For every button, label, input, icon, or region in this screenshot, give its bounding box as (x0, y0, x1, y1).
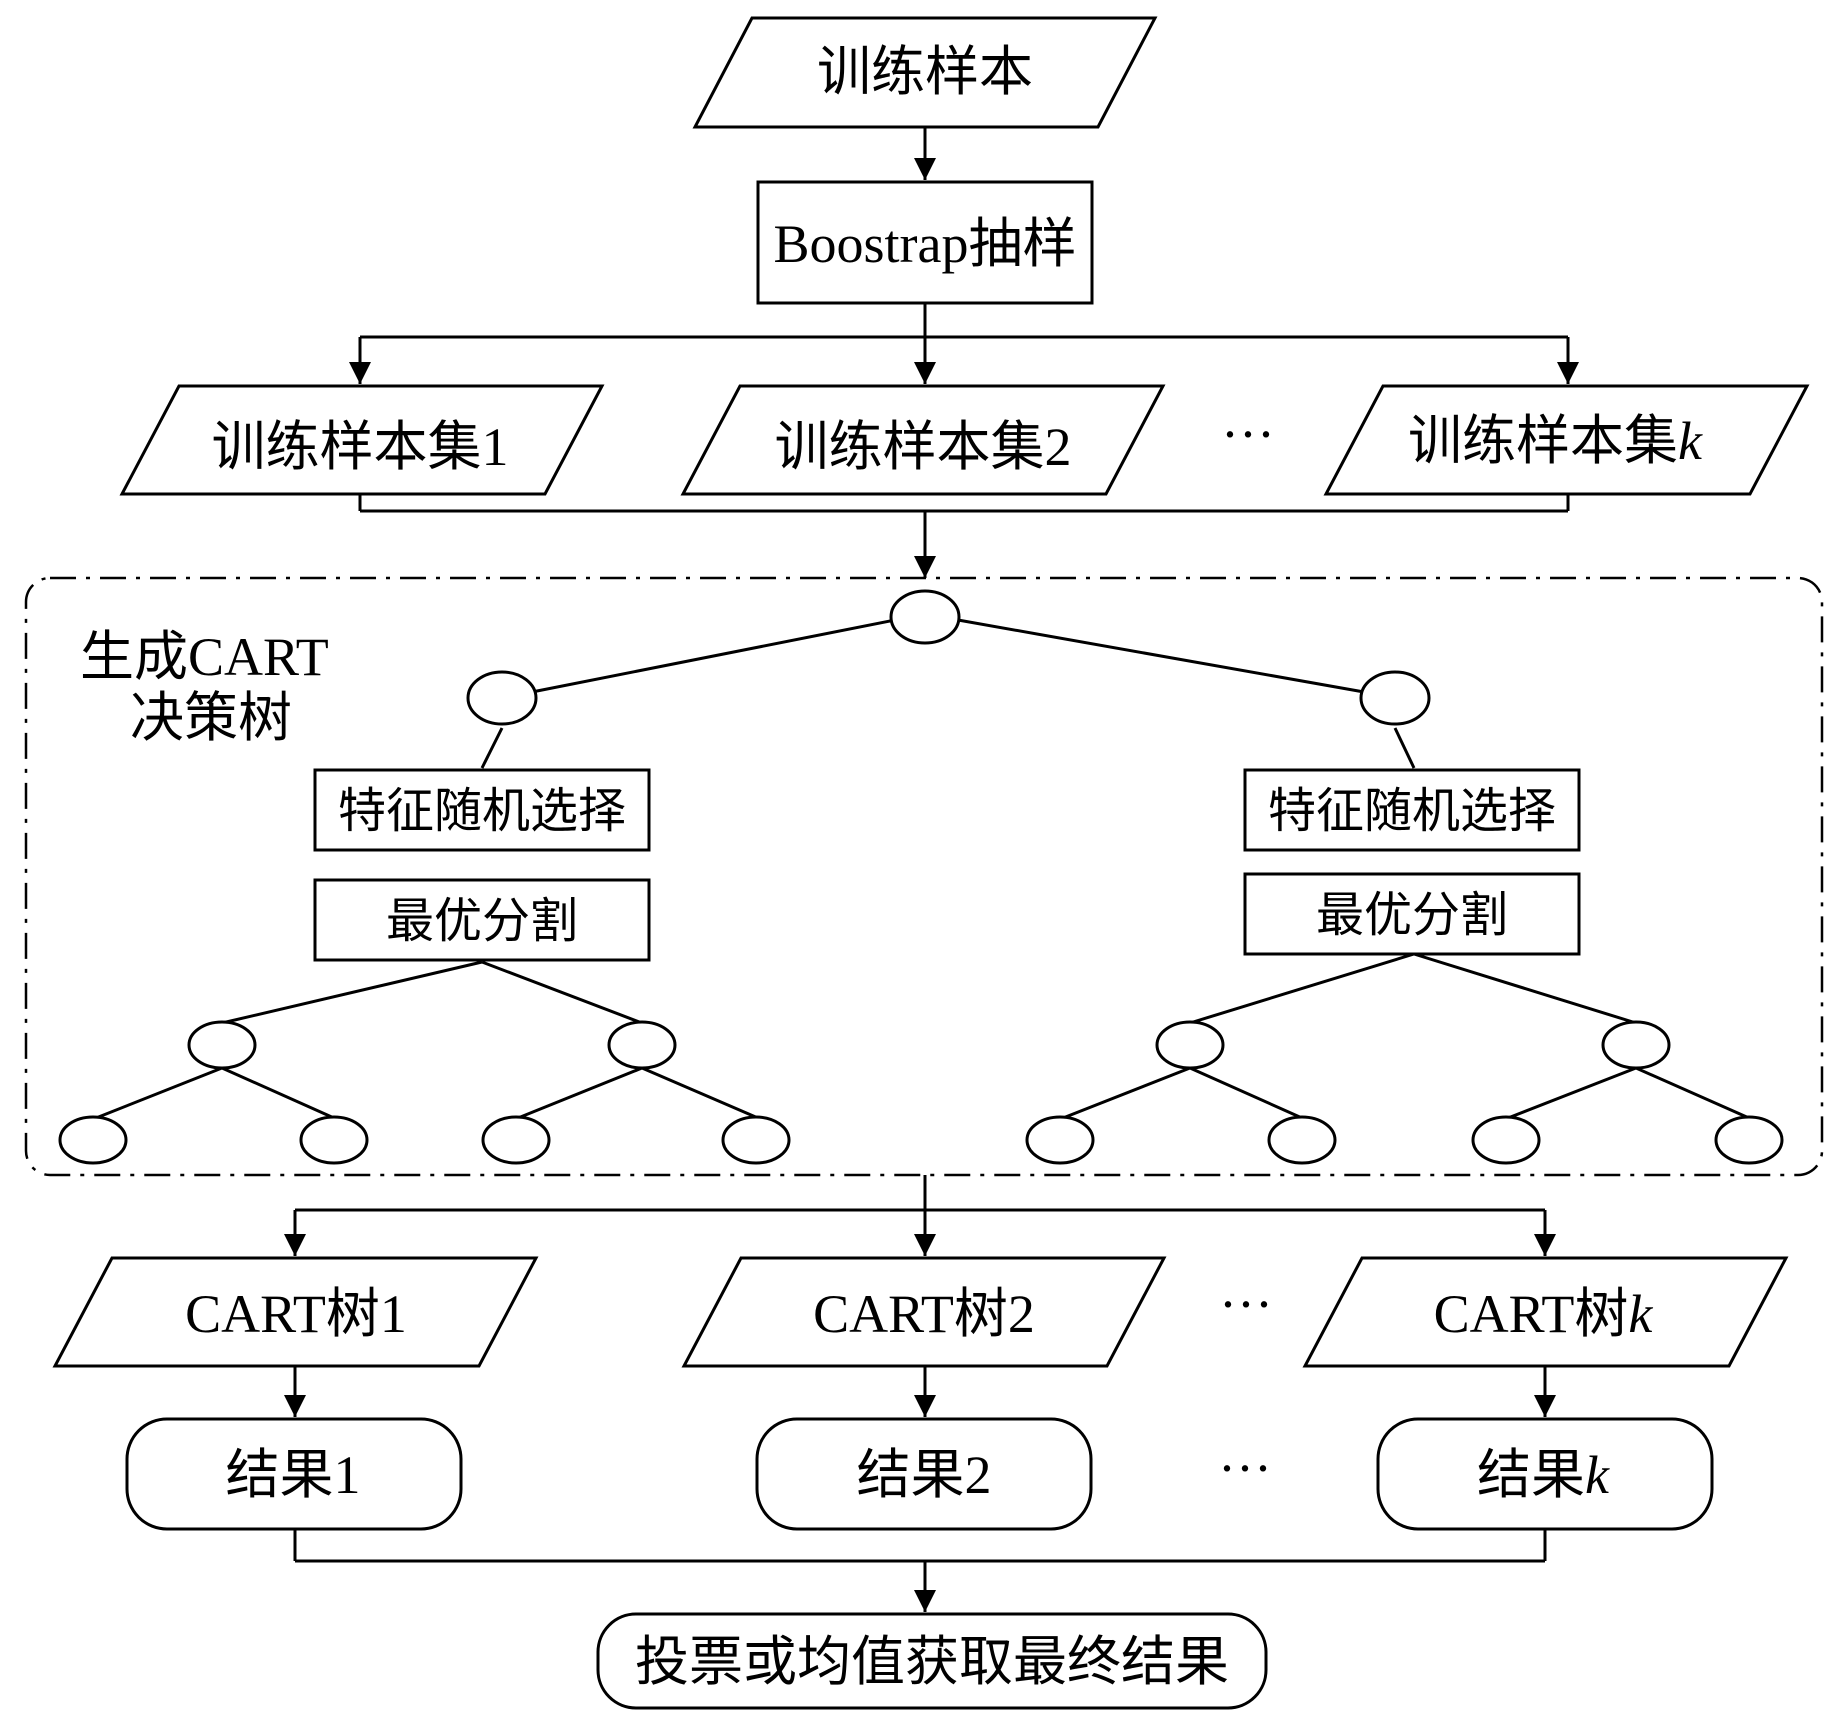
feature-select-right-label: 特征随机选择 (1268, 785, 1556, 838)
result-2-node: 结果2 (755, 1417, 1093, 1531)
result-1-node: 结果1 (125, 1417, 463, 1531)
training-samples-label: 训练样本 (817, 42, 1033, 102)
svg-text:CART树k: CART树k (1434, 1284, 1654, 1344)
cart-tree-k-label: CART树 (1434, 1284, 1629, 1344)
cart-tree-k-node: CART树k (1302, 1256, 1789, 1368)
bootstrap-label: Boostrap抽样 (774, 214, 1077, 274)
tree-leaf-node (299, 1115, 369, 1165)
subset-2-label: 训练样本集2 (775, 417, 1072, 477)
best-split-right-label: 最优分割 (1316, 889, 1508, 942)
tree-node (1601, 1020, 1671, 1070)
results-merge-connector (293, 1529, 1547, 1612)
best-split-right-node: 最优分割 (1243, 872, 1581, 956)
trees-ellipsis: ··· (1219, 1274, 1273, 1334)
cart-tree-k-variable: k (1628, 1284, 1653, 1344)
tree-leaf-node (1267, 1115, 1337, 1165)
tree-left-node (466, 670, 538, 726)
tree-node (607, 1020, 677, 1070)
tree-leaf-node (1025, 1115, 1095, 1165)
cart-tree-2-node: CART树2 (681, 1256, 1167, 1368)
result-k-label: 结果 (1477, 1445, 1585, 1505)
tree-right-node (1359, 670, 1431, 726)
subsets-ellipsis: ··· (1221, 404, 1275, 464)
training-samples-node: 训练样本 (692, 16, 1158, 129)
subsets-merge-connector (358, 494, 1570, 578)
subset-1-node: 训练样本集1 (119, 384, 605, 496)
group-title-line2: 决策树 (130, 688, 292, 748)
subset-k-variable: k (1678, 411, 1703, 471)
tree-leaf-node (1471, 1115, 1541, 1165)
final-result-label: 投票或均值获取最终结果 (635, 1632, 1229, 1692)
cart-tree-2-label: CART树2 (813, 1284, 1035, 1344)
best-split-left-label: 最优分割 (386, 895, 578, 948)
feature-select-right-node: 特征随机选择 (1243, 768, 1581, 852)
tree-node (1155, 1020, 1225, 1070)
result-1-label: 结果1 (226, 1445, 361, 1505)
results-ellipsis: ··· (1218, 1438, 1272, 1498)
feature-select-left-label: 特征随机选择 (338, 785, 626, 838)
group-title-line1: 生成CART (80, 627, 329, 687)
subset-k-label: 训练样本集 (1408, 411, 1678, 471)
best-split-left-node: 最优分割 (313, 878, 651, 962)
svg-text:结果k: 结果k (1477, 1445, 1610, 1505)
trees-split-connector (284, 1175, 1556, 1256)
tree-leaf-node (481, 1115, 551, 1165)
bootstrap-split-connector (349, 303, 1579, 384)
tree-root-node (889, 589, 961, 645)
subset-k-node: 训练样本集k (1323, 384, 1810, 496)
result-k-node: 结果k (1376, 1417, 1714, 1531)
bootstrap-node: Boostrap抽样 (756, 180, 1094, 305)
tree-node (187, 1020, 257, 1070)
result-2-label: 结果2 (857, 1445, 992, 1505)
cart-tree-1-label: CART树1 (185, 1284, 407, 1344)
tree-leaf-node (1714, 1115, 1784, 1165)
cart-generation-group (24, 576, 1824, 1177)
subset-2-node: 训练样本集2 (680, 384, 1166, 496)
tree-leaf-node (721, 1115, 791, 1165)
result-k-variable: k (1585, 1445, 1610, 1505)
tree-edges (95, 618, 1750, 1120)
final-result-node: 投票或均值获取最终结果 (596, 1612, 1268, 1710)
cart-tree-1-node: CART树1 (52, 1256, 539, 1368)
svg-text:训练样本集k: 训练样本集k (1408, 411, 1703, 471)
subset-1-label: 训练样本集1 (212, 417, 509, 477)
tree-leaf-node (58, 1115, 128, 1165)
feature-select-left-node: 特征随机选择 (313, 768, 651, 852)
